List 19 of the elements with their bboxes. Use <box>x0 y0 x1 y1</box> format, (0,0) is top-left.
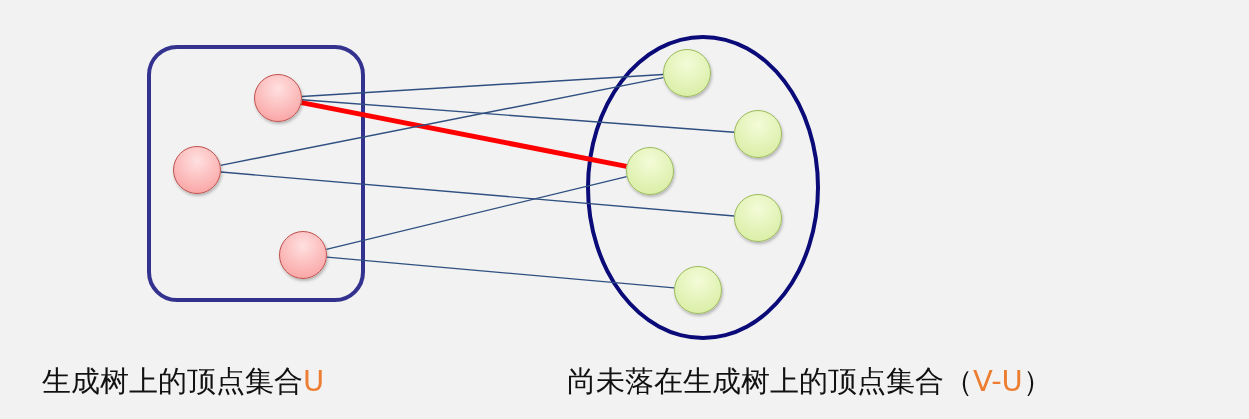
edge-line <box>301 99 735 133</box>
vertex-circle <box>279 231 327 279</box>
set-caption: 尚未落在生成树上的顶点集合（V-U） <box>567 363 1052 400</box>
vertex-circle <box>674 266 722 314</box>
set-caption: 生成树上的顶点集合U <box>42 363 325 400</box>
vertex-circle <box>173 146 221 194</box>
edge-line <box>220 171 735 217</box>
edge-line <box>326 256 675 289</box>
edge-line <box>325 175 628 251</box>
set-ellipse <box>586 35 820 340</box>
highlighted-edge <box>301 100 627 169</box>
set-box <box>147 45 365 302</box>
edge-line <box>301 73 664 98</box>
vertex-circle <box>734 110 782 158</box>
vertex-circle <box>626 147 674 195</box>
vertex-circle <box>734 194 782 242</box>
vertex-circle <box>663 49 711 97</box>
edge-line <box>219 76 665 167</box>
vertex-circle <box>254 74 302 122</box>
